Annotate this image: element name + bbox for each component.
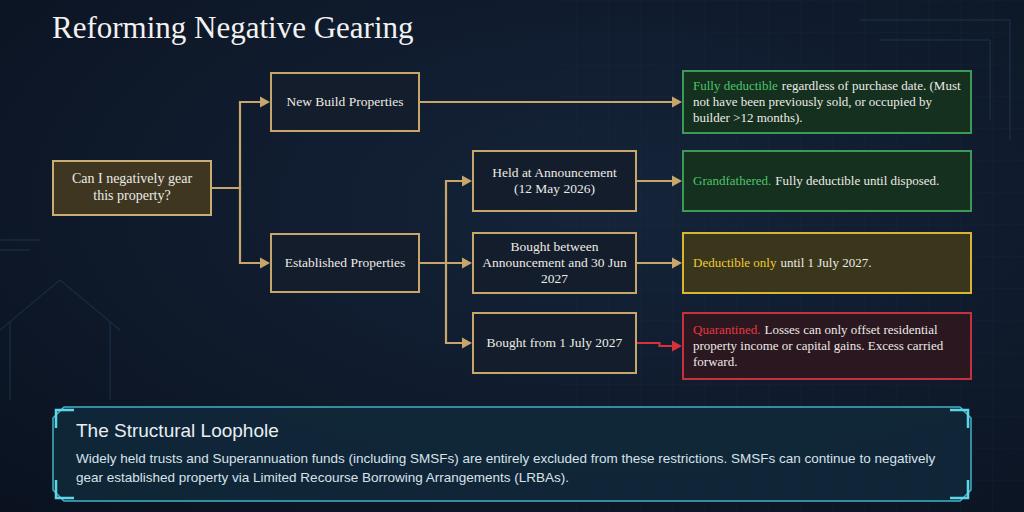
box-label: Established Properties: [285, 255, 405, 271]
flow-connector: [212, 97, 270, 189]
outcome-detail: until 1 July 2027.: [780, 255, 871, 270]
outcome-text: Quarantined.Losses can only offset resid…: [693, 322, 961, 371]
flow-connector: [637, 341, 682, 352]
connector-line: [637, 343, 673, 346]
connector-line: [637, 180, 673, 182]
outcome-text: Fully deductibleregardless of purchase d…: [693, 78, 961, 127]
connector-line: [420, 101, 673, 103]
flow-connector: [637, 176, 682, 187]
arrow-head: [462, 258, 472, 269]
arrow-head: [462, 176, 472, 187]
outcome-box: Quarantined.Losses can only offset resid…: [682, 312, 972, 380]
connector-line: [420, 181, 463, 263]
arrow-head: [672, 176, 682, 187]
arrow-head: [672, 341, 682, 352]
outcome-box: Grandfathered. Fully deductible until dis…: [682, 150, 972, 212]
outcome-box: Fully deductibleregardless of purchase d…: [682, 70, 972, 134]
box-label: Bought from 1 July 2027: [487, 335, 623, 351]
arrow-head: [260, 258, 270, 269]
arrow-head: [260, 97, 270, 108]
outcome-verdict: Fully deductible: [693, 78, 778, 93]
outcome-verdict: Quarantined.: [693, 322, 761, 337]
outcome-text: Deductible only until 1 July 2027.: [693, 255, 871, 271]
flow-connector: [637, 258, 682, 269]
flow-connector: [420, 263, 472, 349]
outcome-verdict: Deductible only: [693, 255, 776, 270]
diagram-title: Reforming Negative Gearing: [52, 10, 414, 46]
arrow-head: [672, 258, 682, 269]
connector-line: [212, 188, 261, 263]
flow-connector: [212, 188, 270, 269]
band-body: Widely held trusts and Superannuation fu…: [76, 450, 948, 488]
connector-line: [637, 262, 673, 264]
flow-connector: [420, 97, 682, 108]
category-box: Established Properties: [270, 233, 420, 293]
outcome-text: Grandfathered. Fully deductible until dis…: [693, 173, 939, 189]
box-label: Bought between Announcement and 30 Jun 2…: [482, 239, 627, 288]
connector-line: [420, 263, 463, 343]
condition-box: Bought between Announcement and 30 Jun 2…: [472, 232, 637, 294]
arrow-head: [462, 338, 472, 349]
condition-box: Bought from 1 July 2027: [472, 312, 637, 374]
connector-line: [212, 102, 261, 188]
box-label: Can I negatively gear this property?: [62, 171, 202, 205]
flow-connector: [420, 176, 472, 264]
condition-box: Held at Announcement (12 May 2026): [472, 150, 637, 212]
outcome-box: Deductible only until 1 July 2027.: [682, 232, 972, 294]
box-label: New Build Properties: [287, 94, 404, 110]
arrow-head: [672, 97, 682, 108]
category-box: New Build Properties: [270, 72, 420, 132]
outcome-verdict: Grandfathered.: [693, 173, 771, 188]
outcome-detail: Fully deductible until disposed.: [775, 173, 939, 188]
box-label: Held at Announcement (12 May 2026): [482, 165, 627, 197]
band-heading: The Structural Loophole: [76, 420, 279, 442]
loophole-band: The Structural LoopholeWidely held trust…: [52, 406, 972, 502]
question-box: Can I negatively gear this property?: [52, 160, 212, 216]
